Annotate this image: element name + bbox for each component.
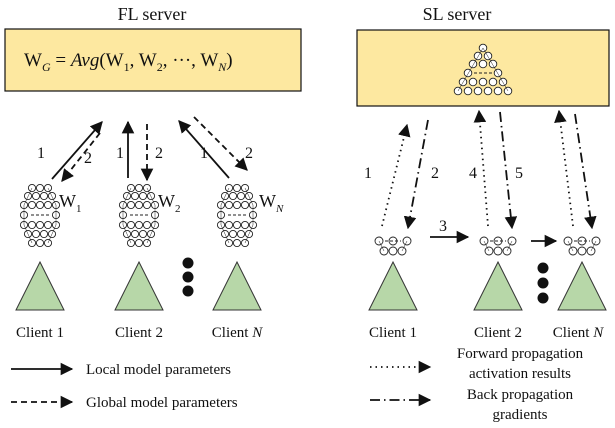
client-label: Client 1 (369, 325, 417, 341)
sl-step-label: 1 (364, 165, 372, 182)
fl-client-n: WN Client N (212, 183, 284, 341)
client-model-network-icon (216, 183, 258, 248)
sl-server-title: SL server (423, 4, 492, 24)
sl-arrow-forward-n (554, 109, 574, 227)
client-model-network-icon (19, 183, 61, 248)
legend-back-line2: gradients (493, 407, 548, 423)
fl-step-label: 1 (200, 145, 208, 162)
legend-forward-line1: Forward propagation (457, 346, 584, 362)
client-device-triangle-icon (114, 261, 164, 311)
fl-arrow-local-n (178, 120, 230, 179)
fl-client-1: W1 Client 1 (15, 183, 82, 341)
fl-aggregation-formula: WG = Avg(W1, W2, ···, WN) (24, 50, 233, 74)
client-submodel-network-icon (563, 236, 601, 256)
svg-text:W1: W1 (59, 191, 82, 215)
sl-step-label: 5 (515, 165, 523, 182)
fl-step-label: 2 (155, 145, 163, 162)
sl-more-clients-dots-icon (537, 262, 549, 304)
sl-arrow-back-1 (403, 119, 429, 230)
client-device-triangle-icon (557, 261, 607, 311)
client-label: Client 1 (16, 325, 64, 341)
sl-step-label: 3 (439, 218, 447, 235)
sl-arrow-forward-1 (381, 123, 411, 227)
svg-text:W2: W2 (158, 191, 181, 215)
fl-step-label: 1 (37, 145, 45, 162)
fl-step-label: 2 (245, 145, 253, 162)
fl-server-box (4, 28, 302, 92)
sl-client-n: Client N (553, 236, 607, 341)
legend-global-params: Global model parameters (86, 395, 238, 411)
client-label: Client N (553, 325, 604, 341)
client-model-network-icon (118, 183, 160, 248)
legend-forward-line2: activation results (469, 366, 571, 382)
sl-arrow-back-2 (499, 111, 518, 230)
sl-step-label: 2 (431, 165, 439, 182)
fl-arrow-global-n (193, 116, 248, 171)
sl-arrow-forward-2 (473, 109, 489, 227)
sl-client-1: Client 1 (368, 236, 418, 341)
fl-arrow-global-1 (61, 132, 101, 182)
client-submodel-network-icon (479, 236, 517, 256)
client-label: Client N (212, 325, 263, 341)
sl-arrow-back-n (574, 113, 597, 230)
svg-text:WN: WN (259, 191, 284, 215)
legend-local-params: Local model parameters (86, 362, 231, 378)
sl-client-2: Client 2 (473, 236, 523, 341)
client-device-triangle-icon (15, 261, 65, 311)
client-submodel-network-icon (374, 236, 412, 256)
client-device-triangle-icon (473, 261, 523, 311)
fl-step-label: 1 (116, 145, 124, 162)
fl-server-title: FL server (118, 4, 187, 24)
fl-client-2: W2 Client 2 (114, 183, 181, 341)
fl-step-label: 2 (84, 150, 92, 167)
client-label: Client 2 (474, 325, 522, 341)
sl-step-label: 4 (469, 165, 477, 182)
client-label: Client 2 (115, 325, 163, 341)
fl-arrow-local-1 (51, 121, 103, 180)
client-device-triangle-icon (368, 261, 418, 311)
fl-more-clients-dots-icon (182, 257, 194, 297)
client-device-triangle-icon (212, 261, 262, 311)
legend-back-line1: Back propagation (467, 387, 574, 403)
